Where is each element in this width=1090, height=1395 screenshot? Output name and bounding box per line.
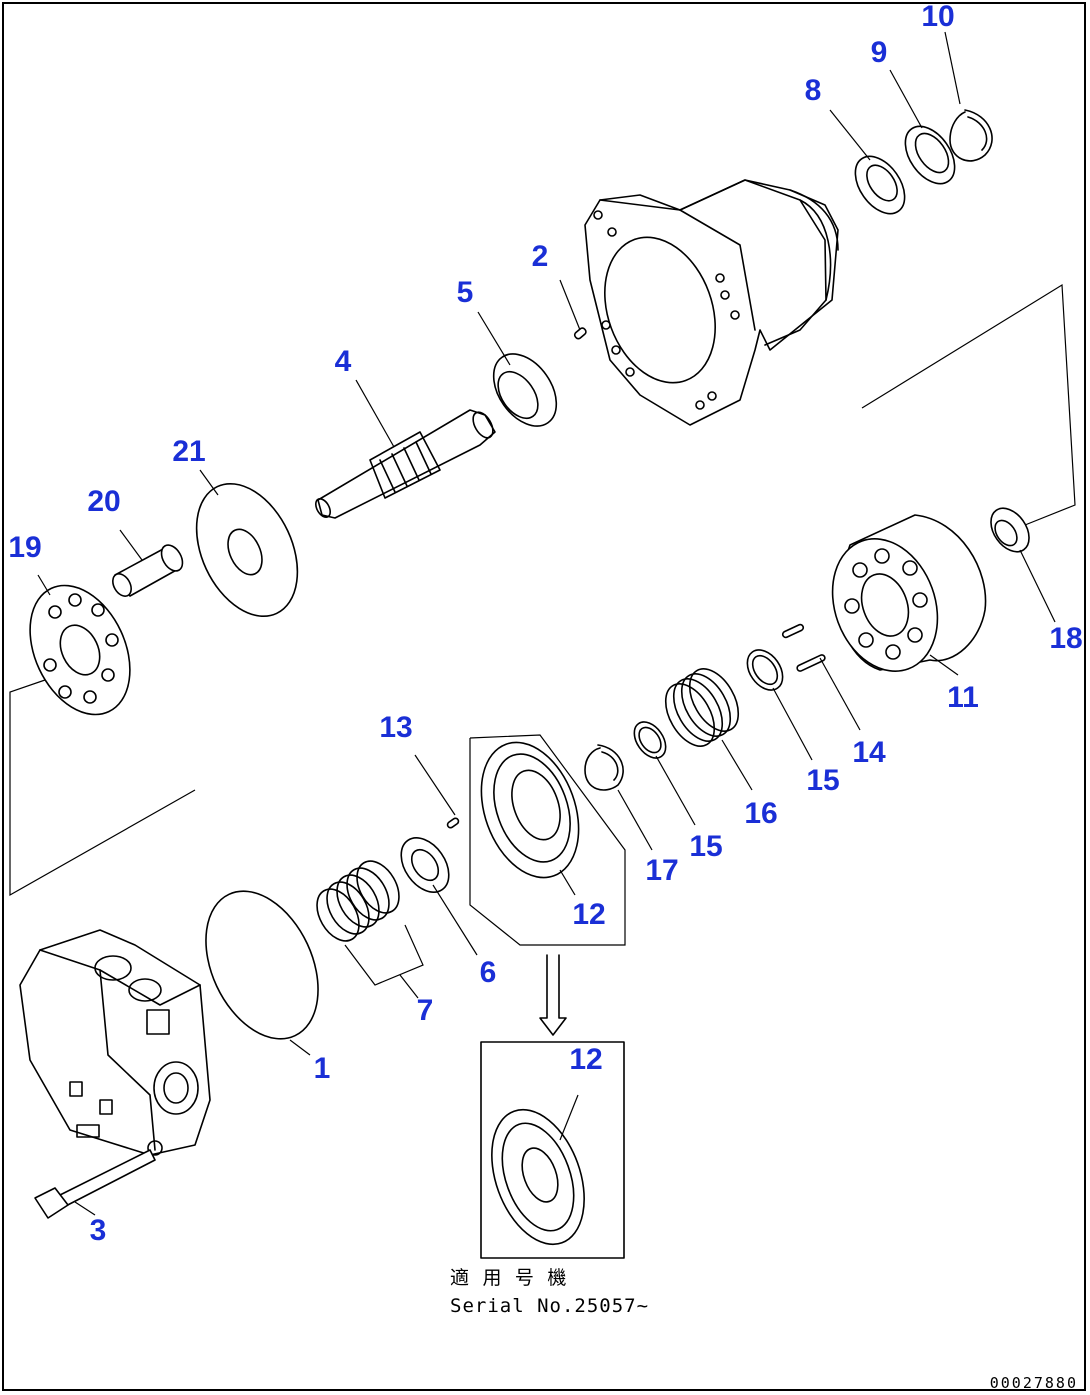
- part-12-group: [469, 734, 626, 946]
- part-5-bearing: [477, 311, 558, 427]
- part-21-plate: [195, 469, 299, 618]
- callout-17: 17: [645, 854, 678, 887]
- callout-8: 8: [805, 74, 822, 107]
- part-18-bearing: [990, 507, 1056, 623]
- callout-14: 14: [852, 736, 886, 769]
- callout-12: 12: [572, 898, 605, 931]
- callout-11: 11: [947, 681, 979, 714]
- callout-2: 2: [532, 240, 549, 273]
- callout-10: 10: [921, 0, 954, 33]
- part-11-cylinder-block: [831, 514, 987, 676]
- part-2-pin: [559, 279, 587, 340]
- part-7-springs: [316, 860, 424, 999]
- callout-15-upper: 15: [806, 764, 839, 797]
- callout-18: 18: [1049, 622, 1082, 655]
- part-1-o-ring: [205, 890, 319, 1056]
- part-13-pin: [414, 754, 460, 829]
- callout-13: 13: [379, 711, 412, 744]
- callout-19: 19: [8, 531, 41, 564]
- part-14-pins: [781, 623, 861, 731]
- callout-6: 6: [480, 956, 497, 989]
- part-9-ring: [889, 69, 956, 185]
- callout-5: 5: [457, 276, 474, 309]
- part-19-valve-plate: [29, 574, 131, 716]
- callout-3: 3: [90, 1214, 107, 1247]
- callout-15-lower: 15: [689, 830, 722, 863]
- part-3-bolt: [34, 1149, 156, 1219]
- part-15-ring-lower: [633, 721, 696, 826]
- motor-housing: [584, 179, 839, 426]
- callout-12-detail: 12: [569, 1043, 602, 1076]
- part-8-seal: [829, 109, 906, 215]
- callout-1: 1: [314, 1052, 331, 1085]
- part-16-spring: [664, 668, 753, 791]
- callout-7: 7: [417, 994, 434, 1027]
- part-17-snap-ring: [584, 744, 653, 851]
- serial-note-japanese: 適 用 号 機: [450, 1267, 567, 1289]
- down-arrow: [539, 954, 567, 1036]
- callout-9: 9: [871, 36, 888, 69]
- part-6-bearing: [400, 837, 478, 956]
- detail-box-part-12: [480, 1041, 625, 1259]
- callout-4: 4: [335, 345, 352, 378]
- part-4-shaft: [314, 379, 496, 519]
- callout-16: 16: [744, 797, 777, 830]
- callout-21: 21: [172, 435, 205, 468]
- serial-note-english: Serial No.25057~: [450, 1295, 649, 1317]
- part-10-snap-ring: [944, 31, 993, 162]
- callout-20: 20: [87, 485, 120, 518]
- rear-valve-cover: [19, 929, 211, 1156]
- document-number: 00027880: [990, 1374, 1078, 1392]
- reference-lines: [9, 283, 1076, 897]
- part-20-sleeve: [112, 529, 184, 597]
- part-15-ring-upper: [746, 649, 813, 761]
